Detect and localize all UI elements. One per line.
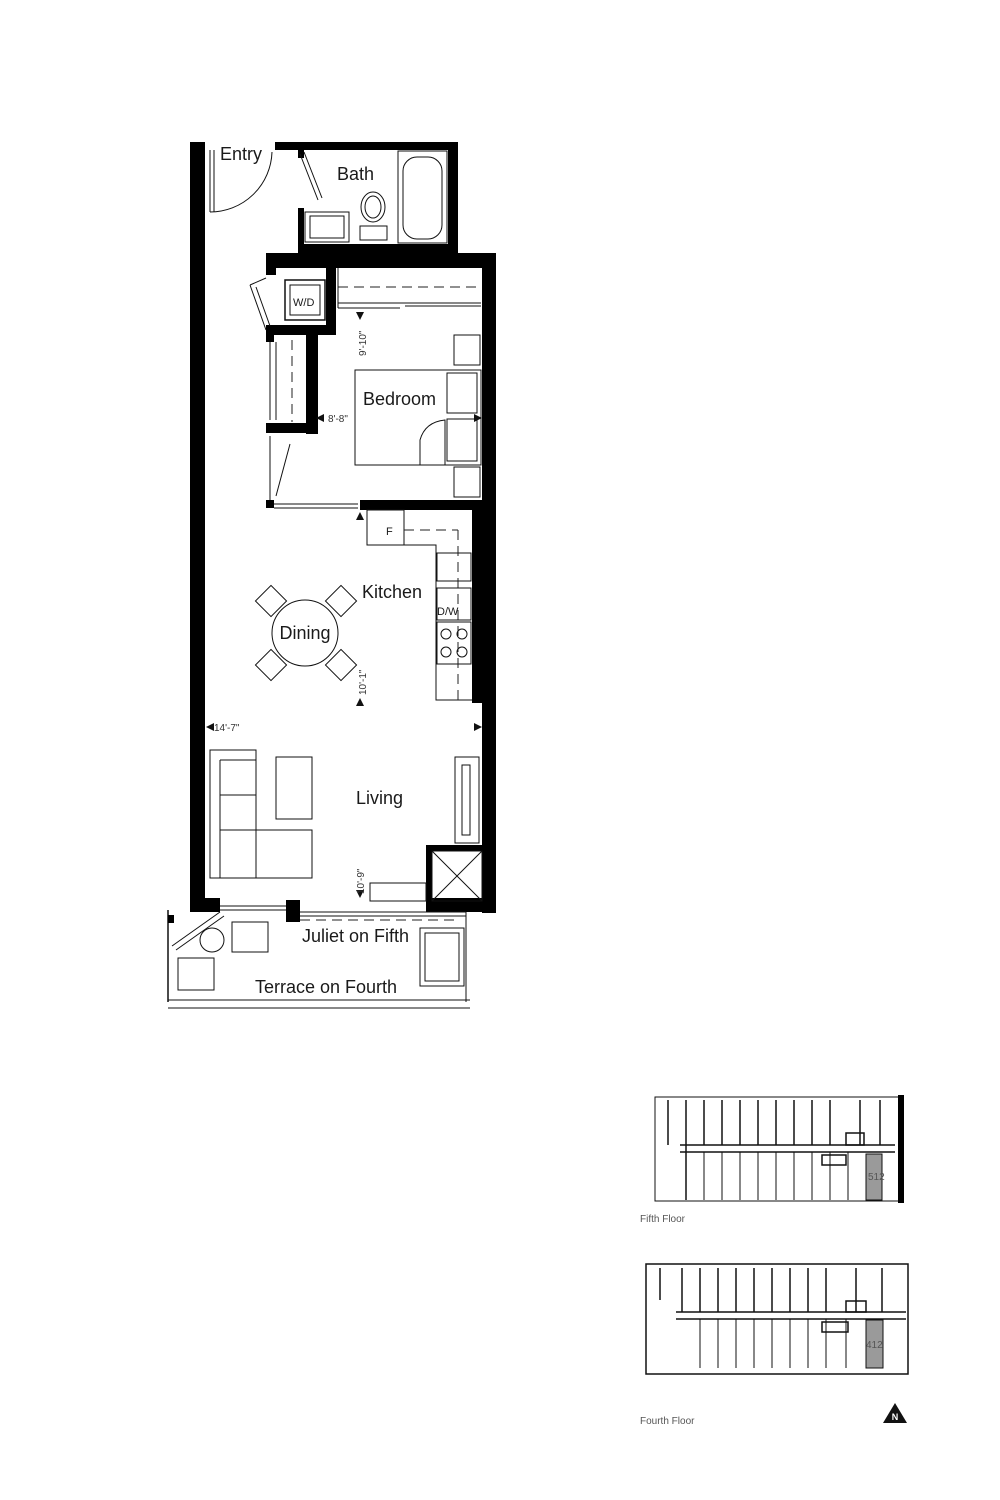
- fridge-label: F: [386, 526, 393, 538]
- terrace-label: Terrace on Fourth: [255, 977, 397, 997]
- interior-walls: [266, 253, 490, 905]
- bath-fixtures: [299, 150, 448, 244]
- bedroom-label: Bedroom: [363, 389, 436, 409]
- north-label: N: [892, 1412, 899, 1422]
- living-furniture: [209, 749, 483, 902]
- keyplan-fourth-floor: 412: [645, 1263, 909, 1375]
- north-arrow-icon: N: [883, 1403, 907, 1423]
- terrace: [167, 905, 470, 1009]
- keyplan-fifth-highlight: [865, 1153, 883, 1201]
- kitchen-label: Kitchen: [362, 582, 422, 602]
- keyplan-fifth-floor: 512: [654, 1095, 904, 1203]
- entry-label: Entry: [220, 144, 262, 164]
- bath-label: Bath: [337, 164, 374, 184]
- dining-table: [254, 584, 358, 682]
- unit-width-dimension: 14'-7": [214, 723, 240, 734]
- dining-label: Dining: [279, 623, 330, 643]
- fourth-floor-label: Fourth Floor: [640, 1416, 695, 1427]
- juliet-label: Juliet on Fifth: [302, 926, 409, 946]
- entry-door: [209, 150, 304, 213]
- dimension-arrows: [206, 312, 482, 898]
- keyplan-fourth-highlight: [865, 1319, 884, 1369]
- keyplan-fourth-unit: 412: [866, 1340, 883, 1351]
- keyplan-fifth-unit: 512: [868, 1172, 885, 1183]
- washer-dryer-label: W/D: [293, 297, 314, 309]
- washer-dryer: [249, 277, 326, 331]
- kitchen-fixtures: [366, 509, 472, 701]
- bedroom-width-dimension: 8'-8": [328, 414, 348, 425]
- kitchen-depth-dimension: 10'-1": [358, 669, 369, 695]
- bedroom-depth-dimension: 9'-10": [358, 330, 369, 356]
- exterior-walls: [190, 142, 496, 922]
- living-depth-dimension: 10'-9": [356, 868, 367, 894]
- fifth-floor-label: Fifth Floor: [640, 1214, 686, 1225]
- living-label: Living: [356, 788, 403, 808]
- dishwasher-label: D/W: [437, 606, 459, 618]
